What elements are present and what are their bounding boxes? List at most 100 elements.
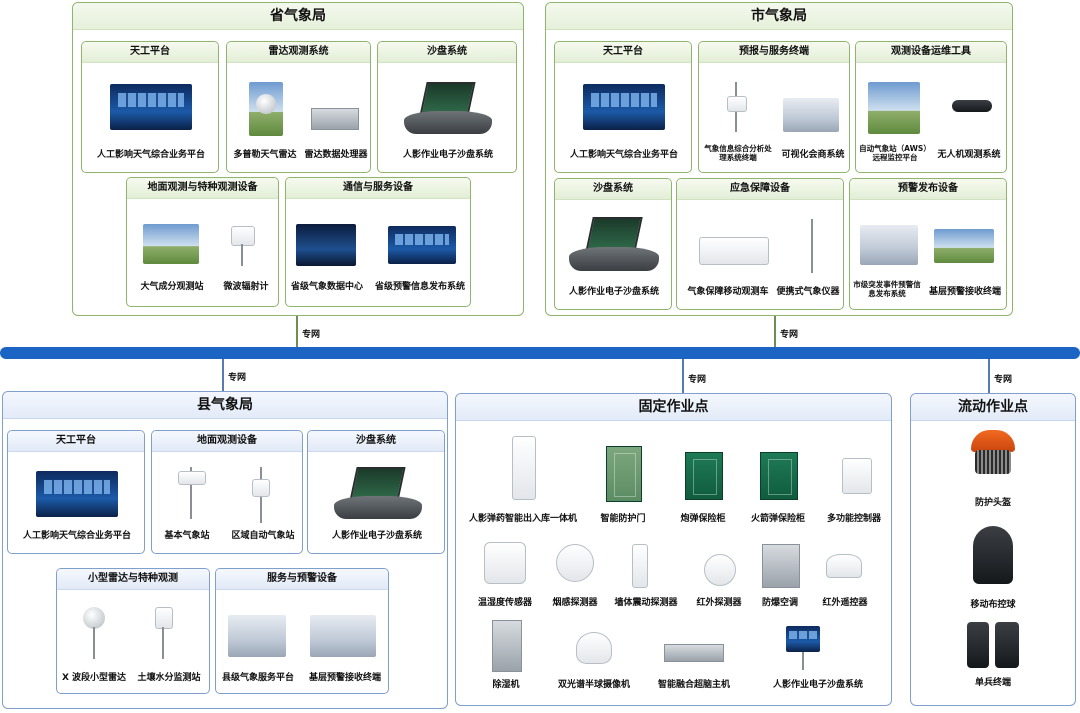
item-label: 无人机观测系统 bbox=[937, 150, 1001, 160]
sandtable-image bbox=[334, 467, 422, 519]
network-label: 专网 bbox=[302, 330, 321, 340]
city-title: 市气象局 bbox=[546, 3, 1012, 30]
group-title: 雷达观测系统 bbox=[227, 42, 370, 63]
soil-station-mast bbox=[162, 627, 164, 659]
item-label: 人影作业电子沙盘系统 bbox=[568, 287, 659, 297]
item-label: 智能融合超脑主机 bbox=[657, 680, 730, 690]
radar-dome-icon bbox=[256, 94, 276, 114]
item-label: 大气成分观测站 bbox=[140, 282, 204, 292]
portable-instrument-mast bbox=[811, 219, 813, 273]
item-label: 单兵终端 bbox=[974, 678, 1011, 688]
explosion-proof-ac-image bbox=[762, 544, 800, 588]
prov-group-comm: 通信与服务设备 省级气象数据中心 省级预警信息发布系统 bbox=[285, 177, 471, 307]
network-bus bbox=[0, 347, 1080, 359]
consultation-room-image bbox=[783, 98, 839, 132]
group-title: 通信与服务设备 bbox=[286, 178, 470, 199]
humidity-sensor-image bbox=[484, 542, 526, 584]
radar-processor-image bbox=[311, 108, 359, 130]
mobile-link bbox=[988, 359, 990, 393]
county-link bbox=[222, 359, 224, 391]
county-group-radar: 小型雷达与特种观测 X 波段小型雷达 土壤水分监测站 bbox=[56, 568, 210, 694]
group-title: 天工平台 bbox=[8, 431, 144, 452]
city-group-emergency: 应急保障设备 气象保障移动观测车 便携式气象仪器 bbox=[676, 178, 844, 310]
item-label: 烟感探测器 bbox=[552, 598, 598, 608]
vibration-detector-image bbox=[632, 544, 648, 588]
item-label: 人影弹药智能出入库一体机 bbox=[468, 514, 577, 524]
x-band-radar-icon bbox=[83, 607, 105, 629]
service-platform-image bbox=[228, 615, 286, 657]
item-label: X 波段小型雷达 bbox=[61, 673, 127, 683]
fixed-link bbox=[682, 359, 684, 393]
shell-safe-image bbox=[685, 452, 723, 500]
item-label: 县级气象服务平台 bbox=[221, 673, 294, 683]
item-label: 气象保障移动观测车 bbox=[687, 287, 769, 297]
video-wall-image bbox=[583, 84, 665, 130]
mobile-site-panel: 流动作业点 防护头盔 移动布控球 单兵终端 bbox=[910, 393, 1076, 706]
ammo-storage-image bbox=[512, 436, 536, 500]
item-label: 防爆空调 bbox=[761, 598, 798, 608]
item-label: 墙体震动探测器 bbox=[614, 598, 678, 608]
item-label: 红外探测器 bbox=[696, 598, 742, 608]
group-title: 沙盘系统 bbox=[378, 42, 516, 63]
item-label: 红外遥控器 bbox=[822, 598, 868, 608]
county-group-ground: 地面观测设备 基本气象站 区域自动气象站 bbox=[151, 430, 303, 554]
radiometer-stand bbox=[241, 244, 243, 266]
item-label: 温湿度传感器 bbox=[477, 598, 532, 608]
item-label: 微波辐射计 bbox=[223, 282, 269, 292]
item-label: 智能防护门 bbox=[600, 514, 646, 524]
group-title: 预警发布设备 bbox=[850, 179, 1006, 200]
rocket-safe-image bbox=[760, 452, 798, 500]
city-panel: 市气象局 天工平台 人工影响天气综合业务平台 预报与服务终端 气象信息综合分析处… bbox=[545, 2, 1013, 316]
video-wall-image bbox=[36, 471, 118, 517]
group-title: 沙盘系统 bbox=[555, 179, 671, 200]
item-label: 省级气象数据中心 bbox=[290, 282, 363, 292]
network-label: 专网 bbox=[780, 330, 799, 340]
group-title: 预报与服务终端 bbox=[699, 42, 849, 63]
group-title: 应急保障设备 bbox=[677, 179, 843, 200]
group-title: 地面观测与特种观测设备 bbox=[127, 178, 278, 199]
item-label: 人工影响天气综合业务平台 bbox=[569, 150, 678, 160]
receiver-terminal-image bbox=[934, 229, 994, 263]
city-group-warning: 预警发布设备 市级突发事件预警信息发布系统 基层预警接收终端 bbox=[849, 178, 1007, 310]
prov-group-radar: 雷达观测系统 多普勒天气雷达 雷达数据处理器 bbox=[226, 41, 371, 173]
group-title: 观测设备运维工具 bbox=[856, 42, 1006, 63]
warning-system-image bbox=[388, 226, 456, 264]
surveillance-ball-image bbox=[973, 526, 1013, 584]
item-label: 基层预警接收终端 bbox=[308, 673, 381, 683]
ir-remote-image bbox=[826, 554, 862, 578]
group-title: 地面观测设备 bbox=[152, 431, 302, 452]
group-title: 沙盘系统 bbox=[308, 431, 444, 452]
item-label: 雷达数据处理器 bbox=[304, 150, 368, 160]
x-band-radar-mast bbox=[93, 627, 95, 659]
weather-station-mast bbox=[190, 467, 192, 519]
item-label: 省级预警信息发布系统 bbox=[374, 282, 465, 292]
network-label: 专网 bbox=[688, 375, 707, 385]
protective-door-image bbox=[606, 446, 642, 502]
data-center-image bbox=[296, 224, 356, 266]
sandtable-stand bbox=[802, 652, 804, 670]
item-label: 人工影响天气综合业务平台 bbox=[22, 531, 131, 541]
drone-image bbox=[952, 100, 992, 112]
mobile-vehicle-image bbox=[699, 237, 769, 265]
fixed-site-title: 固定作业点 bbox=[456, 394, 891, 421]
radiometer-image bbox=[231, 226, 255, 246]
sandtable-image bbox=[569, 217, 659, 271]
item-label: 人影作业电子沙盘系统 bbox=[402, 150, 493, 160]
item-label: 基层预警接收终端 bbox=[928, 287, 1001, 297]
item-label: 炮弹保险柜 bbox=[680, 514, 726, 524]
group-title: 小型雷达与特种观测 bbox=[57, 569, 209, 590]
city-link bbox=[774, 316, 776, 348]
city-group-tiangong: 天工平台 人工影响天气综合业务平台 bbox=[554, 41, 692, 173]
item-label: 人影作业电子沙盘系统 bbox=[331, 531, 422, 541]
item-label: 双光谱半球摄像机 bbox=[557, 680, 630, 690]
soil-station-image bbox=[155, 607, 173, 629]
helmet-image bbox=[967, 430, 1019, 476]
sandtable-image bbox=[404, 82, 492, 134]
county-group-tiangong: 天工平台 人工影响天气综合业务平台 bbox=[7, 430, 145, 554]
item-label: 多功能控制器 bbox=[826, 514, 881, 524]
item-label: 移动布控球 bbox=[970, 600, 1016, 610]
group-title: 服务与预警设备 bbox=[216, 569, 388, 590]
auto-station-image bbox=[252, 479, 270, 497]
prov-link bbox=[296, 316, 298, 348]
county-panel: 县气象局 天工平台 人工影响天气综合业务平台 地面观测设备 基本气象站 区域自动… bbox=[2, 391, 448, 709]
